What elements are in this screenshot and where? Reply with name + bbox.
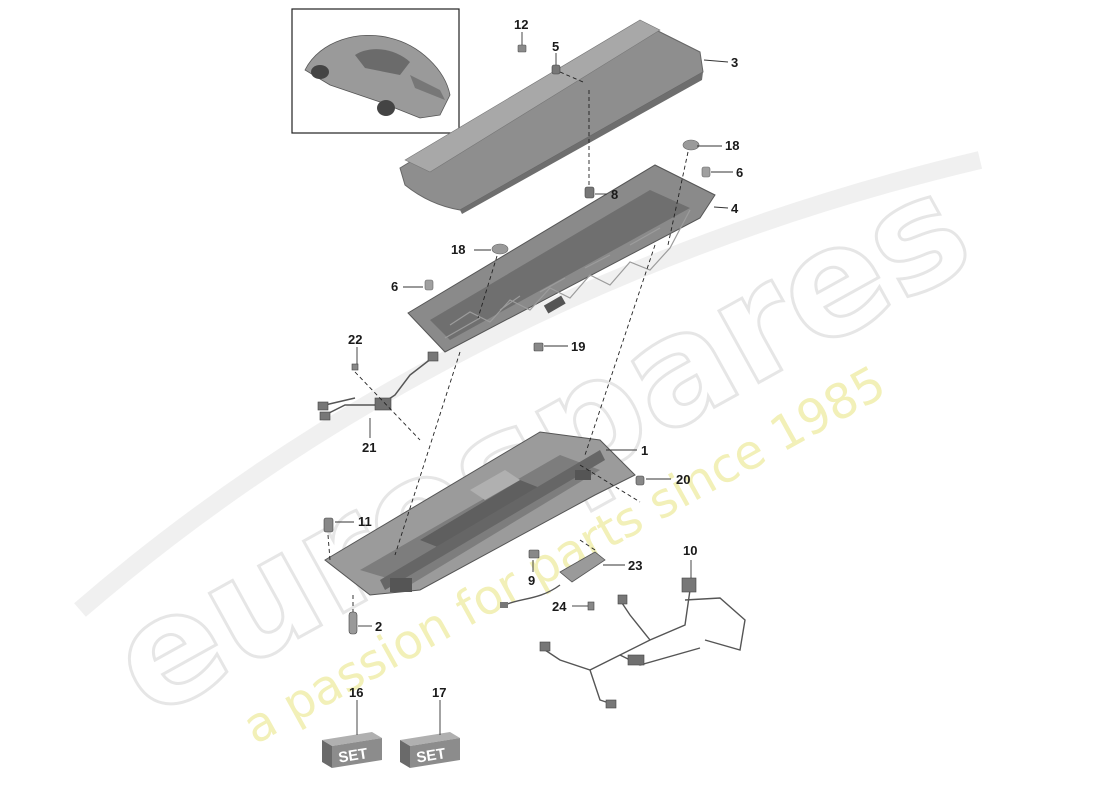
nut-5 [551, 64, 561, 75]
callout-3: 3 [731, 55, 738, 70]
callout-labels: 12 5 3 18 6 8 4 18 6 22 19 21 1 20 11 10… [348, 17, 743, 700]
callout-16: 16 [349, 685, 363, 700]
bolt-2 [348, 611, 358, 635]
callout-17: 17 [432, 685, 446, 700]
callout-9: 9 [528, 573, 535, 588]
leader-lines [335, 32, 733, 735]
car-thumbnail [291, 8, 460, 134]
callout-18-left: 18 [451, 242, 465, 257]
carrier-part [324, 431, 636, 596]
screw-24 [587, 601, 595, 611]
clip-8 [584, 186, 595, 199]
callout-1: 1 [641, 443, 648, 458]
callout-6-left: 6 [391, 279, 398, 294]
assembly-lines [327, 71, 689, 612]
callout-22: 22 [348, 332, 362, 347]
callout-20: 20 [676, 472, 690, 487]
bolt-11 [323, 517, 334, 533]
buffer-6a [701, 166, 711, 178]
screw-12 [517, 44, 527, 53]
clip-9 [528, 549, 540, 559]
callout-10: 10 [683, 543, 697, 558]
callout-23: 23 [628, 558, 642, 573]
set-label-17: SET [415, 745, 446, 766]
watermark-swoosh [74, 151, 983, 617]
actuator-23 [500, 551, 606, 608]
buffer-6b [424, 279, 434, 291]
harness-10 [539, 577, 746, 709]
callout-19: 19 [571, 339, 585, 354]
cap-18a [682, 139, 700, 151]
callout-24: 24 [552, 599, 567, 614]
screw-22 [351, 363, 359, 371]
callout-18-top: 18 [725, 138, 739, 153]
spoiler-frame-part [407, 164, 716, 353]
harness-21 [317, 351, 439, 421]
car-image [304, 35, 451, 119]
screw-20 [635, 475, 645, 486]
callout-2: 2 [375, 619, 382, 634]
callout-4: 4 [731, 201, 739, 216]
set-label-16: SET [337, 745, 368, 766]
cap-18b [491, 243, 509, 255]
callout-5: 5 [552, 39, 559, 54]
callout-11: 11 [358, 514, 372, 529]
callout-21: 21 [362, 440, 376, 455]
callout-6-right: 6 [736, 165, 743, 180]
set-box-16: SET [322, 732, 382, 768]
spoiler-part [399, 21, 704, 211]
callout-12: 12 [514, 17, 528, 32]
set-box-17: SET [400, 732, 460, 768]
callout-8: 8 [611, 187, 618, 202]
clip-19 [533, 342, 544, 352]
